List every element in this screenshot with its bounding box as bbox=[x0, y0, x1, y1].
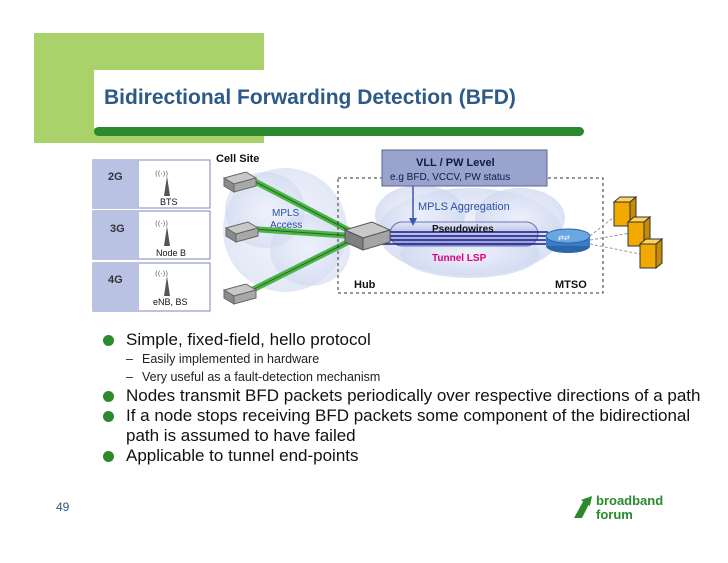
bullet-dot bbox=[103, 451, 114, 462]
hub-router bbox=[343, 221, 392, 251]
svg-text:⇄⇄: ⇄⇄ bbox=[558, 234, 570, 242]
cell-site-router bbox=[222, 171, 258, 193]
vll-pw-level-box: VLL / PW Level e.g BFD, VCCV, PW status bbox=[381, 149, 548, 187]
bullet-text: Nodes transmit BFD packets periodically … bbox=[126, 386, 701, 405]
cell-site-label: Cell Site bbox=[216, 153, 259, 165]
pseudowires-label: Pseudowires bbox=[432, 224, 494, 235]
cell-tower-icon: ((·)) bbox=[155, 220, 170, 246]
mpls-aggregation-label: MPLS Aggregation bbox=[418, 201, 510, 213]
bullet-text: Simple, fixed-field, hello protocol bbox=[126, 330, 371, 349]
server-icon bbox=[638, 237, 664, 270]
bullet-text: Applicable to tunnel end-points bbox=[126, 446, 359, 465]
bullet-dot bbox=[103, 335, 114, 346]
tunnel-lsp-label: Tunnel LSP bbox=[432, 253, 487, 264]
sub-bullet-dash: – bbox=[126, 352, 133, 366]
gen-label-4g: 4G bbox=[108, 274, 123, 286]
sub-bullet-item: –Very useful as a fault-detection mechan… bbox=[100, 368, 710, 386]
station-label-enb-bs: eNB, BS bbox=[153, 297, 188, 307]
logo-text-line1: broadband bbox=[596, 493, 663, 508]
mtso-switch-icon: ⇄⇄ bbox=[545, 228, 591, 253]
network-diagram: 2G ((·)) BTS 3G ((·)) Node B 4G ((·)) eN… bbox=[92, 149, 664, 312]
svg-text:((·)): ((·)) bbox=[155, 220, 168, 228]
server-links bbox=[589, 213, 646, 256]
vll-pointer-arrow bbox=[409, 218, 417, 226]
tunnel-pipe bbox=[370, 221, 548, 247]
server-icon bbox=[626, 215, 652, 248]
svg-text:((·)): ((·)) bbox=[155, 270, 168, 278]
cell-site-router bbox=[224, 221, 260, 243]
cell-site-router bbox=[222, 283, 258, 305]
sub-bullet-text: Easily implemented in hardware bbox=[142, 352, 320, 366]
bullet-item: If a node stops receiving BFD packets so… bbox=[100, 406, 710, 446]
generation-panel-3g: 3G ((·)) Node B bbox=[92, 210, 211, 260]
mpls-access-label-line1: MPLS bbox=[272, 208, 300, 219]
cell-tower-icon: ((·)) bbox=[155, 270, 170, 296]
generation-panel-4g: 4G ((·)) eNB, BS bbox=[92, 262, 211, 312]
broadband-forum-logo: broadband forum bbox=[574, 493, 663, 522]
mtso-label: MTSO bbox=[555, 279, 587, 291]
bullet-item: Simple, fixed-field, hello protocol bbox=[100, 330, 710, 350]
cell-tower-icon: ((·)) bbox=[155, 170, 170, 196]
sub-bullet-dash: – bbox=[126, 370, 133, 384]
logo-text-line2: forum bbox=[596, 507, 633, 522]
vll-box-title: VLL / PW Level bbox=[416, 157, 495, 169]
bullet-item: Nodes transmit BFD packets periodically … bbox=[100, 386, 710, 406]
title-rule bbox=[94, 127, 584, 136]
generation-panel-2g: 2G ((·)) BTS bbox=[92, 159, 211, 209]
bullet-list: Simple, fixed-field, hello protocol –Eas… bbox=[100, 330, 710, 466]
sub-bullet-item: –Easily implemented in hardware bbox=[100, 350, 710, 368]
gen-label-3g: 3G bbox=[110, 223, 125, 235]
mpls-access-label-line2: Access bbox=[270, 220, 302, 231]
vll-box-subtitle: e.g BFD, VCCV, PW status bbox=[390, 172, 510, 183]
bullet-dot bbox=[103, 391, 114, 402]
svg-text:((·)): ((·)) bbox=[155, 170, 168, 178]
gen-label-2g: 2G bbox=[108, 171, 123, 183]
hub-label: Hub bbox=[354, 279, 376, 291]
bullet-item: Applicable to tunnel end-points bbox=[100, 446, 710, 466]
station-label-node-b: Node B bbox=[156, 248, 186, 258]
bullet-text: If a node stops receiving BFD packets so… bbox=[126, 406, 691, 445]
sub-bullet-text: Very useful as a fault-detection mechani… bbox=[142, 370, 381, 384]
slide-title: Bidirectional Forwarding Detection (BFD) bbox=[104, 86, 516, 109]
access-links bbox=[250, 177, 354, 293]
page-number: 49 bbox=[56, 500, 70, 514]
title-background bbox=[94, 70, 594, 128]
station-label-bts: BTS bbox=[160, 197, 178, 207]
bullet-dot bbox=[103, 411, 114, 422]
